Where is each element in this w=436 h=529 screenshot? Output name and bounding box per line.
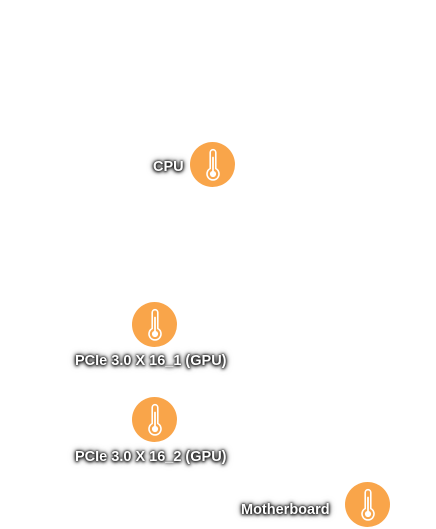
thermometer-icon[interactable] <box>132 302 177 347</box>
thermometer-icon[interactable] <box>132 397 177 442</box>
sensor-label-cpu: CPU <box>153 159 184 175</box>
thermometer-icon[interactable] <box>345 482 390 527</box>
thermometer-icon[interactable] <box>190 142 235 187</box>
sensor-label-pcie-2: PCIe 3.0 X 16_2 (GPU) <box>75 449 227 465</box>
sensor-label-motherboard: Motherboard <box>241 502 330 518</box>
sensor-label-pcie-1: PCIe 3.0 X 16_1 (GPU) <box>75 353 227 369</box>
